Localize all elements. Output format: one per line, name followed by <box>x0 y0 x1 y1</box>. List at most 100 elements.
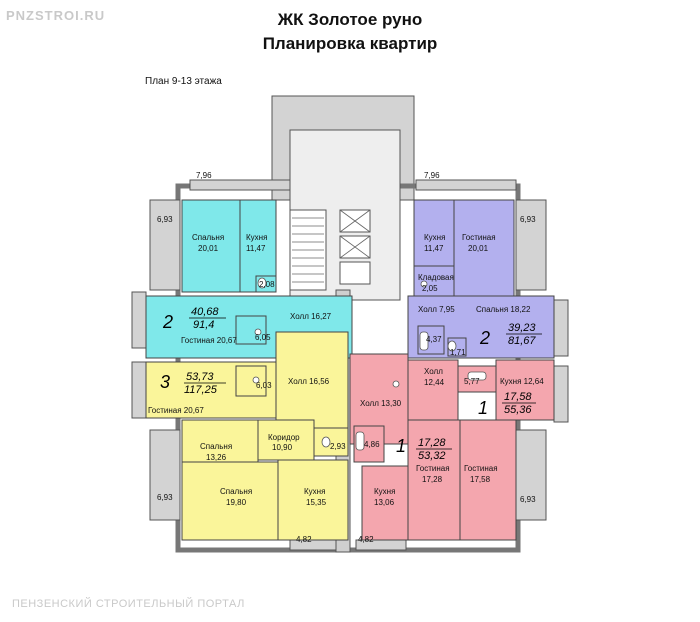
cyan-room-count: 2 <box>162 312 173 332</box>
pink-center-room-count: 1 <box>396 436 406 456</box>
pink-center-hall-label: Холл 13,30 <box>360 399 402 408</box>
pink-center-bath-area: 4,86 <box>364 440 380 449</box>
cyan-bedroom-area: 20,01 <box>198 244 219 253</box>
pink-right-living-label: Гостиная <box>464 464 498 473</box>
cyan-bath-area: 6,05 <box>255 333 271 342</box>
yellow-room-count: 3 <box>160 372 170 392</box>
purple-living-area: 39,23 <box>508 322 536 334</box>
purple-storage <box>413 265 455 297</box>
pink-right-bath-area: 5,77 <box>464 377 480 386</box>
cyan-labels: Спальня 20,01 Кухня 11,47 2,08 Холл 16,2… <box>162 233 332 345</box>
pink-right-room-count: 1 <box>478 398 488 418</box>
pink-right-total-area: 55,36 <box>504 404 532 416</box>
purple-living-label: Гостиная <box>462 233 496 242</box>
pink-right-hall-label: Холл <box>424 367 443 376</box>
watermark-bottom: ПЕНЗЕНСКИЙ СТРОИТЕЛЬНЫЙ ПОРТАЛ <box>12 598 245 610</box>
pink-right-living-area: 17,58 <box>470 475 491 484</box>
purple-storage-area: 2,05 <box>422 284 438 293</box>
pink-center-kitchen-area: 13,06 <box>374 498 395 507</box>
yellow-living-area: 53,73 <box>186 371 214 383</box>
dimensions: 7,96 7,96 6,93 6,93 6,93 6,93 4,82 4,82 <box>157 171 536 544</box>
yellow-hall-label: Холл 16,56 <box>288 377 330 386</box>
apartment-yellow <box>145 331 349 541</box>
dim-top-right: 7,96 <box>424 171 440 180</box>
pink-right-living-area: 17,58 <box>504 391 532 403</box>
pink-right-kitchen <box>495 359 555 421</box>
cyan-kitchen-area: 11,47 <box>246 244 266 253</box>
yellow-total-area: 117,25 <box>184 384 218 396</box>
cyan-hall-label: Холл 16,27 <box>290 312 332 321</box>
dim-side-lr: 6,93 <box>520 495 536 504</box>
yellow-wc-area: 2,93 <box>330 442 346 451</box>
purple-labels: Кухня 11,47 Гостиная 20,01 Кладовая 2,05… <box>418 233 536 357</box>
yellow-labels: 6,03 Холл 16,56 Гостиная 20,67 Спальня 1… <box>148 371 346 507</box>
pink-right-hall-area: 12,44 <box>424 378 445 387</box>
yellow-kitchen-label: Кухня <box>304 487 325 496</box>
dim-bot-right: 4,82 <box>358 535 374 544</box>
dim-side-ul: 6,93 <box>157 215 173 224</box>
pink-center-living-total: 17,28 <box>418 437 446 449</box>
loggia-ur <box>515 199 547 291</box>
dim-side-ur: 6,93 <box>520 215 536 224</box>
elevator-3 <box>339 261 371 285</box>
cyan-living-area: 40,68 <box>191 306 219 318</box>
balcony-right-purple <box>553 299 569 357</box>
purple-room-count: 2 <box>479 328 490 348</box>
dim-side-ll: 6,93 <box>157 493 173 502</box>
cyan-kitchen-label: Кухня <box>246 233 267 242</box>
plan-caption: План 9-13 этажа <box>145 76 222 87</box>
pink-center-living <box>407 419 461 541</box>
purple-living-area: 20,01 <box>468 244 489 253</box>
pink-center-living-area: 17,28 <box>422 475 443 484</box>
loggia-ul <box>149 199 181 291</box>
yellow-bath-area: 6,03 <box>256 381 272 390</box>
purple-wc-area: 1,71 <box>450 348 466 357</box>
cyan-bedroom-label: Спальня <box>192 233 224 242</box>
watermark-top: PNZSTROI.RU <box>6 8 106 23</box>
pink-center-total-area: 53,32 <box>418 450 446 462</box>
purple-kitchen-area: 11,47 <box>424 244 444 253</box>
purple-hall-label: Холл 7,95 <box>418 305 455 314</box>
pink-labels: Холл 13,30 4,86 Кухня 13,06 Гостиная 17,… <box>360 367 544 507</box>
purple-bath-area: 4,37 <box>426 335 442 344</box>
balcony-left-yellow <box>131 361 147 419</box>
pink-right-kitchen-label: Кухня 12,64 <box>500 377 544 386</box>
loggia-top-right <box>415 179 517 191</box>
apartment-pink <box>349 353 555 541</box>
page-subtitle: Планировка квартир <box>262 34 438 53</box>
dim-top-left: 7,96 <box>196 171 212 180</box>
yellow-corridor-area: 10,90 <box>272 443 293 452</box>
yellow-bedroom1-label: Спальня <box>200 442 232 451</box>
page-title: ЖК Золотое руно <box>277 10 423 29</box>
balcony-right-pink <box>553 365 569 423</box>
balcony-left-cyan <box>131 291 147 349</box>
pink-center-kitchen-label: Кухня <box>374 487 395 496</box>
cyan-wc-area: 2,08 <box>259 280 275 289</box>
cyan-total-area: 91,4 <box>193 319 214 331</box>
yellow-living-label: Гостиная 20,67 <box>148 406 204 415</box>
loggia-lr <box>515 429 547 521</box>
pink-right-living <box>459 419 517 541</box>
purple-bedroom-label: Спальня 18,22 <box>476 305 531 314</box>
loggia-ll <box>149 429 181 521</box>
yellow-bedroom2-area: 19,80 <box>226 498 247 507</box>
yellow-wc <box>313 427 349 457</box>
pink-right-hall <box>407 359 459 421</box>
fixtures <box>252 277 487 451</box>
cyan-living-label: Гостиная 20,67 <box>181 336 237 345</box>
cyan-bath <box>235 315 267 345</box>
yellow-bath <box>235 365 267 397</box>
yellow-kitchen-area: 15,35 <box>306 498 327 507</box>
purple-total-area: 81,67 <box>508 335 536 347</box>
fraction-lines <box>184 317 542 450</box>
purple-kitchen-label: Кухня <box>424 233 445 242</box>
yellow-corridor-label: Коридор <box>268 433 300 442</box>
pink-center-kitchen <box>361 465 409 541</box>
pink-center-living-label: Гостиная <box>416 464 450 473</box>
dim-bot-left: 4,82 <box>296 535 312 544</box>
yellow-bedroom2-label: Спальня <box>220 487 252 496</box>
yellow-bedroom-2 <box>181 461 279 541</box>
stair-lines <box>292 209 371 283</box>
purple-storage-label: Кладовая <box>418 273 454 282</box>
